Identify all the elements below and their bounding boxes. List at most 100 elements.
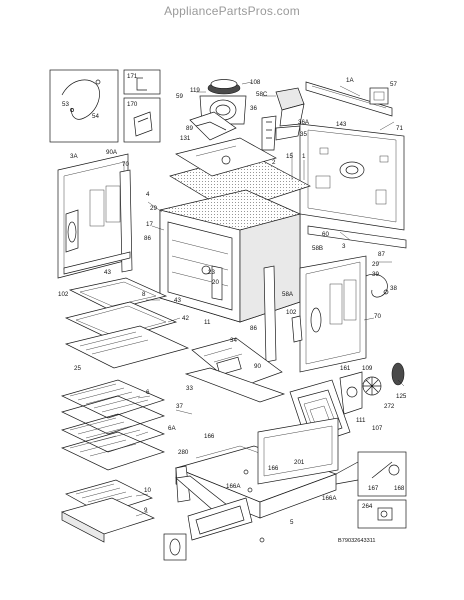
label-34: 34 bbox=[230, 337, 237, 344]
left-trim-70 bbox=[119, 169, 133, 273]
label-10: 10 bbox=[144, 487, 151, 494]
label-60: 60 bbox=[322, 231, 329, 238]
label-39: 39 bbox=[372, 271, 379, 278]
label-170: 170 bbox=[127, 101, 138, 108]
wire-harness-box bbox=[49, 69, 119, 143]
label-59: 59 bbox=[176, 93, 183, 100]
label-70-right: 70 bbox=[374, 313, 381, 320]
label-89: 89 bbox=[186, 125, 193, 132]
label-109: 109 bbox=[362, 365, 373, 372]
label-201: 201 bbox=[294, 459, 305, 466]
label-43-upper: 43 bbox=[104, 269, 111, 276]
right-side-panel-3 bbox=[299, 255, 367, 373]
site-watermark: AppliancePartsPros.com bbox=[164, 4, 300, 18]
label-264: 264 bbox=[362, 503, 373, 510]
label-86-left: 86 bbox=[144, 235, 151, 242]
label-168: 168 bbox=[394, 485, 405, 492]
label-119: 119 bbox=[190, 87, 200, 94]
label-53: 53 bbox=[62, 101, 69, 108]
bottom-panel-33 bbox=[184, 367, 286, 403]
label-11: 11 bbox=[204, 319, 211, 326]
label-36A: 36A bbox=[298, 119, 310, 126]
label-33: 33 bbox=[186, 385, 193, 392]
broiler-drip-tray-8 bbox=[68, 277, 168, 311]
label-35: 35 bbox=[300, 131, 307, 138]
label-5: 5 bbox=[290, 519, 294, 526]
label-272: 272 bbox=[384, 403, 395, 410]
label-9: 9 bbox=[144, 507, 148, 514]
label-6A: 6A bbox=[168, 425, 176, 432]
label-43-lower: 43 bbox=[174, 297, 181, 304]
label-161: 161 bbox=[340, 365, 351, 372]
label-1: 1 bbox=[302, 153, 306, 160]
bake-element-25 bbox=[64, 325, 190, 369]
label-86-right: 86 bbox=[250, 325, 257, 332]
part-171-box bbox=[123, 69, 161, 95]
label-29-left: 29 bbox=[150, 205, 157, 212]
label-54: 54 bbox=[92, 113, 99, 120]
oven-racks-6 bbox=[61, 379, 165, 453]
label-17: 17 bbox=[146, 221, 153, 228]
label-37: 37 bbox=[176, 403, 183, 410]
convection-motor-assembly bbox=[189, 79, 247, 141]
label-143: 143 bbox=[336, 121, 347, 128]
roller-rack-6A bbox=[61, 431, 165, 471]
right-trim-58A bbox=[263, 265, 277, 363]
part-57-switch bbox=[369, 87, 389, 105]
vent-duct-parts bbox=[261, 87, 305, 151]
label-8: 8 bbox=[142, 291, 146, 298]
back-panel-71 bbox=[299, 123, 405, 231]
fan-motor-125 bbox=[391, 362, 405, 386]
bottom-left-detail-box bbox=[163, 533, 187, 561]
top-insulation-2 bbox=[169, 137, 311, 213]
label-280: 280 bbox=[178, 449, 189, 456]
oven-cavity bbox=[159, 189, 301, 323]
wire-harness-39 bbox=[365, 273, 389, 298]
label-167: 167 bbox=[368, 485, 379, 492]
label-58A: 58A bbox=[282, 291, 294, 298]
fan-bracket-161 bbox=[339, 371, 363, 415]
back-trim-60 bbox=[307, 225, 407, 249]
label-166-upper: 166 bbox=[204, 433, 215, 440]
label-15: 15 bbox=[286, 153, 293, 160]
label-42: 42 bbox=[182, 315, 189, 322]
bottom-panel-42 bbox=[64, 301, 178, 341]
label-125: 125 bbox=[396, 393, 407, 400]
label-102-right: 102 bbox=[286, 309, 297, 316]
label-171: 171 bbox=[127, 73, 138, 80]
label-38: 38 bbox=[390, 285, 397, 292]
part-102-bracket bbox=[291, 315, 303, 343]
label-111: 111 bbox=[356, 417, 366, 424]
label-71: 71 bbox=[396, 125, 403, 132]
label-107: 107 bbox=[372, 425, 383, 432]
diagram-code: B79032643311 bbox=[338, 538, 376, 544]
label-70-left: 70 bbox=[122, 161, 129, 168]
label-131: 131 bbox=[180, 135, 191, 142]
label-87: 87 bbox=[378, 251, 385, 258]
part-170-box bbox=[123, 97, 161, 143]
label-4: 4 bbox=[146, 191, 150, 198]
label-166A-right: 166A bbox=[322, 495, 337, 502]
label-57: 57 bbox=[390, 81, 397, 88]
bottom-rail-43 bbox=[63, 251, 131, 275]
label-3A: 3A bbox=[70, 153, 78, 160]
leader-lines bbox=[135, 81, 405, 517]
label-3: 3 bbox=[342, 243, 346, 250]
label-6: 6 bbox=[146, 389, 150, 396]
label-29-right: 29 bbox=[372, 261, 379, 268]
part-labels: 1A 57 71 143 171 170 53 54 108 119 59 58… bbox=[58, 73, 407, 544]
lower-frame-assembly bbox=[174, 445, 338, 543]
label-90A: 90A bbox=[106, 149, 118, 156]
label-166A-left: 166A bbox=[226, 483, 241, 490]
label-36: 36 bbox=[250, 105, 257, 112]
broiler-pan-9 bbox=[61, 497, 155, 543]
label-23: 23 bbox=[208, 269, 215, 276]
label-108: 108 bbox=[250, 79, 261, 86]
label-58C: 58C bbox=[256, 91, 268, 98]
label-20: 20 bbox=[212, 279, 219, 286]
label-166-lower: 166 bbox=[268, 465, 279, 472]
convection-fan-blade-109 bbox=[362, 376, 382, 396]
label-2: 2 bbox=[272, 159, 276, 166]
